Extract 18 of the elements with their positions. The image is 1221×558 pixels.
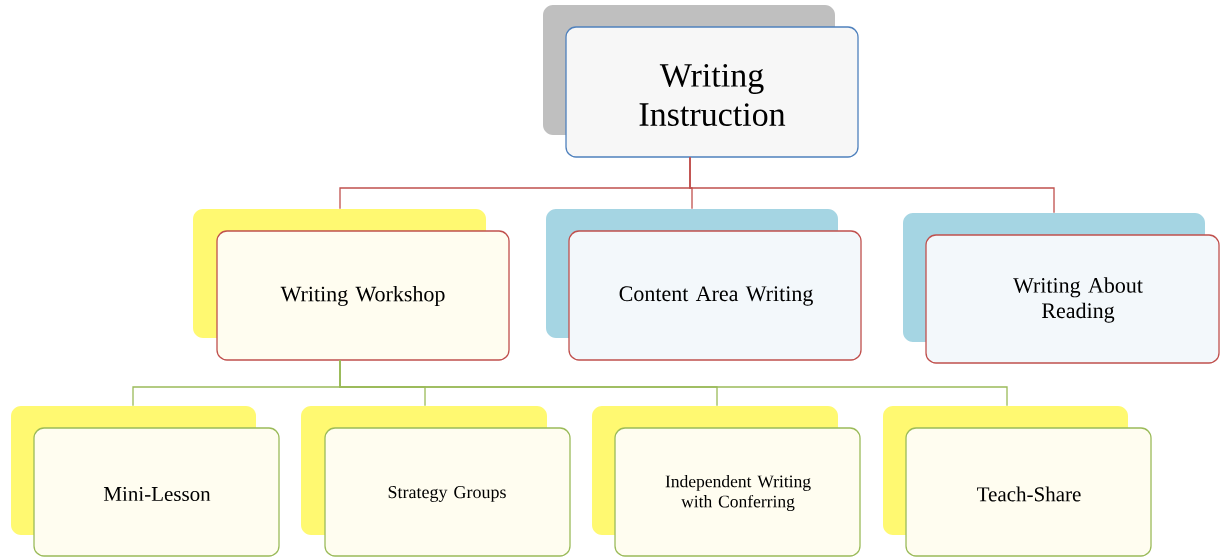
box-label: Writing Instruction (639, 64, 786, 126)
box (883, 406, 1152, 557)
box (592, 406, 861, 557)
connector (689, 156, 1055, 214)
box-label: Strategy Groups (388, 486, 506, 502)
box (546, 209, 862, 361)
box-label: Writing About Reading (1013, 277, 1143, 323)
box-label: Mini-Lesson (103, 486, 211, 502)
box-label: Teach-Share (977, 486, 1081, 502)
box-label: Writing Workshop (280, 286, 445, 306)
box (543, 5, 859, 158)
box (301, 406, 571, 557)
connector (339, 359, 1008, 407)
box (193, 209, 510, 361)
box (11, 406, 280, 557)
box-label: Content Area Writing (619, 286, 813, 306)
box (903, 213, 1220, 364)
box-label: Independent Writing with Conferring (665, 475, 811, 512)
